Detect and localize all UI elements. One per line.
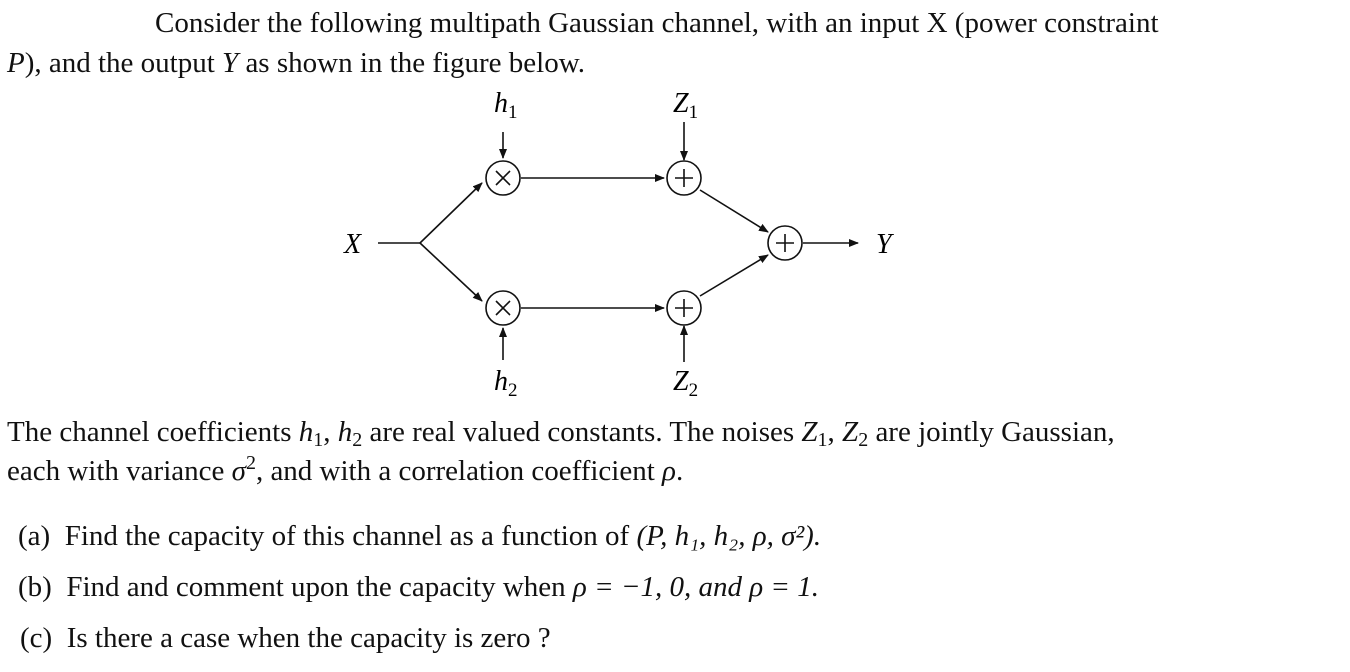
paragraph-line-1: The channel coefficients h1, h2 are real… — [7, 416, 1115, 451]
plus-icon — [675, 169, 693, 187]
adder-bottom — [666, 290, 702, 326]
z2-label: Z2 — [673, 366, 698, 401]
paragraph-line-2: each with variance σ2, and with a correl… — [7, 452, 684, 487]
multiplier-bottom — [485, 290, 521, 326]
z1-label: Z1 — [673, 88, 698, 123]
intro-text: ), and the output — [24, 47, 223, 79]
adder-top — [666, 160, 702, 196]
question-b: (b) Find and comment upon the capacity w… — [18, 571, 819, 603]
split-arrow-bottom — [419, 242, 483, 302]
top-merge-arrow — [699, 189, 769, 233]
adder-final — [767, 225, 803, 261]
power-symbol: P — [7, 47, 25, 79]
plus-icon — [675, 299, 693, 317]
bottom-merge-arrow — [699, 254, 769, 297]
intro-text: as shown in the figure below. — [238, 47, 586, 79]
split-arrow-top — [419, 182, 483, 244]
multiplier-top — [485, 160, 521, 196]
output-label: Y — [876, 229, 895, 260]
h2-label: h2 — [494, 366, 518, 401]
times-icon — [495, 300, 511, 316]
question-a: (a) Find the capacity of this channel as… — [18, 520, 822, 552]
intro-line-2: P), and the output Y as shown in the fig… — [7, 46, 585, 80]
output-symbol: Y — [222, 47, 239, 79]
intro-line-1: Consider the following multipath Gaussia… — [155, 7, 1159, 39]
h1-label: h1 — [494, 88, 518, 123]
question-c: (c) Is there a case when the capacity is… — [20, 622, 551, 654]
input-label: X — [343, 229, 362, 260]
times-icon — [495, 170, 511, 186]
plus-icon — [776, 234, 794, 252]
